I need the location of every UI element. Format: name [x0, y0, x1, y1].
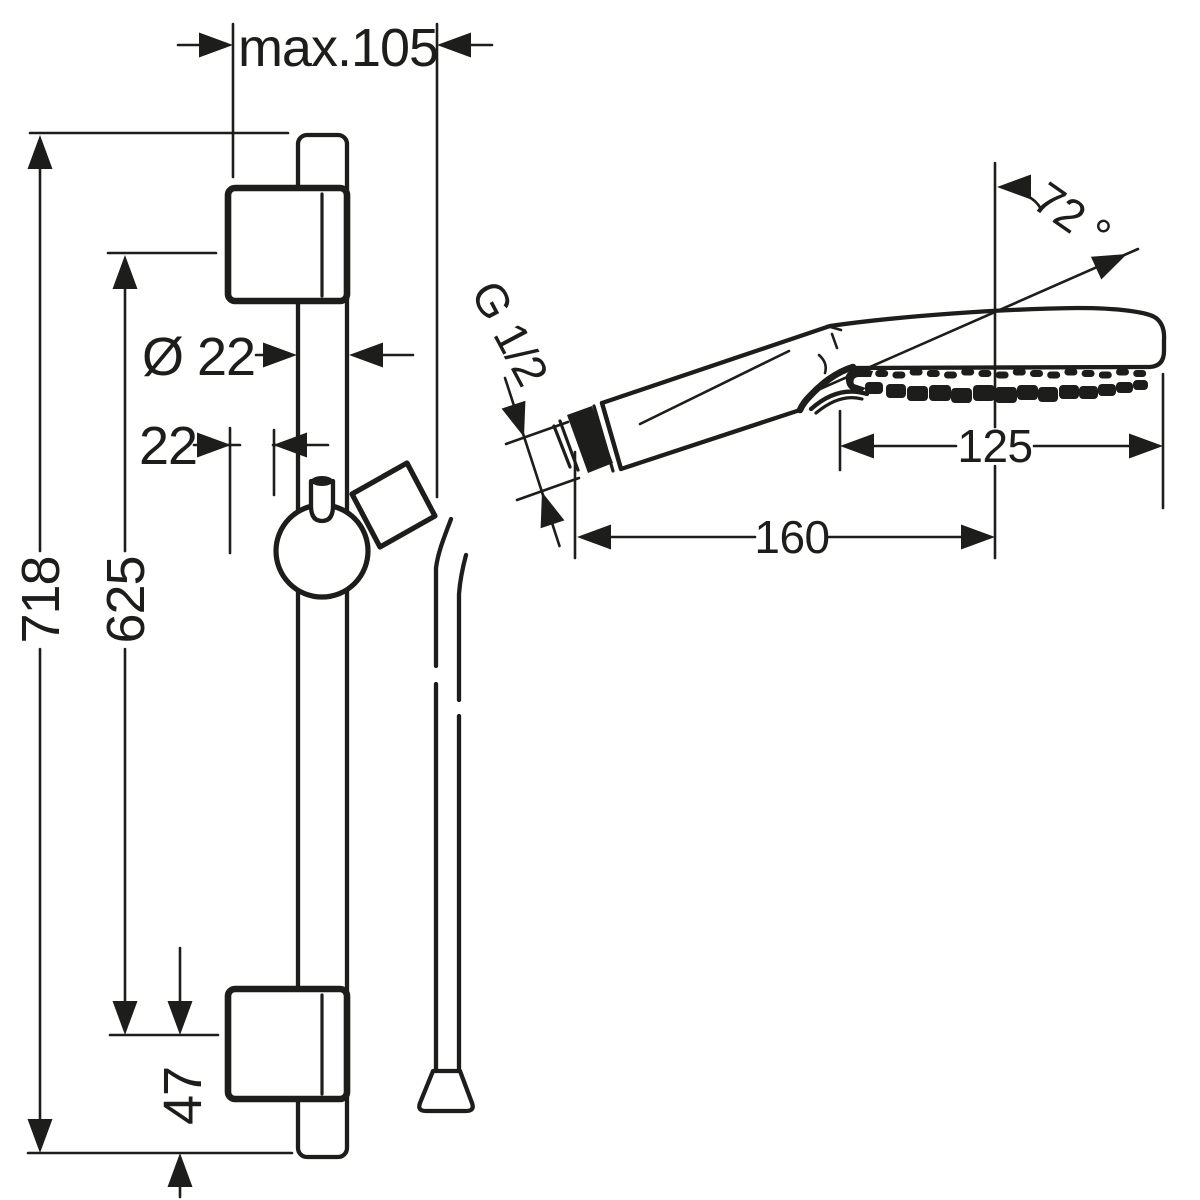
arrow-right-icon [961, 524, 995, 550]
dim-47: 47 [153, 946, 213, 1199]
spray-nozzle-dot [978, 370, 992, 377]
spray-nozzle-dot [926, 370, 940, 377]
arrow-up-left-icon [540, 492, 565, 529]
spray-nozzle-dot [1059, 385, 1079, 399]
arrow-right-icon [1129, 433, 1163, 459]
dimension-label-160: 160 [754, 511, 829, 563]
shower-head-edge [796, 363, 857, 414]
dim-dia22: Ø 22 [142, 327, 415, 387]
dimension-label-max105: max.105 [238, 18, 438, 78]
arrow-left-icon [997, 174, 1031, 200]
spray-nozzle-dot [886, 384, 906, 398]
dimension-label-47: 47 [153, 1067, 213, 1125]
arrow-left-icon [840, 433, 874, 459]
spray-nozzle-dot [1098, 371, 1112, 379]
spray-nozzle-dot [1116, 382, 1133, 393]
arrow-down-icon [27, 1119, 53, 1153]
spray-nozzle-dot [1047, 371, 1061, 379]
dimension-label-125: 125 [957, 420, 1032, 472]
arrow-left-icon [349, 342, 383, 368]
spray-nozzle-dot [1030, 370, 1043, 377]
dimension-label-dia22: Ø 22 [142, 327, 255, 387]
dimension-annotations: max.105 718 625 47 [11, 18, 1165, 1199]
hand-shower-view [552, 305, 1167, 473]
spray-nozzle-dot [1038, 387, 1058, 402]
spray-nozzle-dot [973, 385, 995, 401]
wall-bar [295, 132, 350, 1160]
spray-nozzle-dot [909, 368, 923, 376]
spray-nozzle-dot [1079, 386, 1098, 399]
dimension-label-72deg: 72 ° [1024, 172, 1120, 261]
select-button [808, 389, 870, 415]
handle-axis-line [818, 247, 1140, 391]
dimension-label-718: 718 [11, 556, 71, 643]
shower-hose [417, 516, 475, 1114]
dim-22: 22 [139, 416, 330, 555]
spray-nozzle-dot [995, 371, 1009, 379]
spray-nozzle-dot [961, 368, 975, 376]
dim-625: 625 [96, 251, 220, 1037]
dimension-label-625: 625 [96, 556, 156, 643]
spray-nozzle-dot [1116, 368, 1129, 376]
dimension-label-g12: G 1/2 [461, 272, 559, 394]
handle-contour-line [638, 349, 791, 426]
dim-125: 125 [838, 372, 1165, 510]
dimension-label-22: 22 [139, 416, 197, 476]
spray-nozzle-dot [907, 386, 928, 401]
arrow-right-icon [263, 342, 297, 368]
spray-nozzle-dot [1133, 380, 1148, 390]
dim-max105: max.105 [176, 18, 494, 499]
spray-nozzle-dot [892, 371, 906, 379]
arrow-down-icon [167, 1001, 193, 1035]
arrow-down-icon [112, 1001, 138, 1035]
arrow-left-icon [577, 524, 611, 550]
spray-nozzle-dot [1064, 368, 1078, 376]
spray-nozzle-dot [865, 382, 883, 394]
spray-nozzle-dot [929, 385, 951, 401]
arrow-up-icon [167, 1153, 193, 1187]
arrow-left-icon [437, 32, 471, 58]
spray-nozzle-dot [1133, 370, 1147, 377]
spray-nozzle-dot [1098, 384, 1116, 396]
spray-face [845, 368, 1148, 403]
hose-connector [417, 1068, 475, 1114]
slider-knob [308, 476, 336, 524]
spray-nozzle-dot [875, 370, 889, 377]
spray-nozzle-dot [1081, 370, 1095, 377]
spray-dots [858, 368, 1148, 403]
bottom-bracket [224, 985, 351, 1103]
spray-nozzle-dot [1012, 368, 1026, 376]
spray-nozzle-dot [951, 388, 972, 403]
dim-g12: G 1/2 [461, 272, 581, 548]
shower-holder [349, 460, 438, 550]
spray-nozzle-dot [1017, 385, 1038, 400]
arrow-left-icon [273, 432, 307, 458]
arrow-up-icon [27, 135, 53, 169]
handle-head-junction-marks [817, 324, 843, 375]
spray-nozzle-dot [944, 371, 957, 379]
dim-160: 160 [573, 450, 995, 563]
arrow-right-icon [199, 32, 233, 58]
dim-718: 718 [11, 131, 294, 1155]
top-bracket [224, 184, 351, 305]
arrow-up-right-icon [1090, 254, 1127, 280]
slide-bar-view [224, 132, 475, 1160]
arrow-right-icon [197, 432, 231, 458]
spray-nozzle-dot [995, 387, 1017, 403]
arrow-up-icon [112, 255, 138, 289]
arrow-down-right-icon [501, 400, 526, 437]
